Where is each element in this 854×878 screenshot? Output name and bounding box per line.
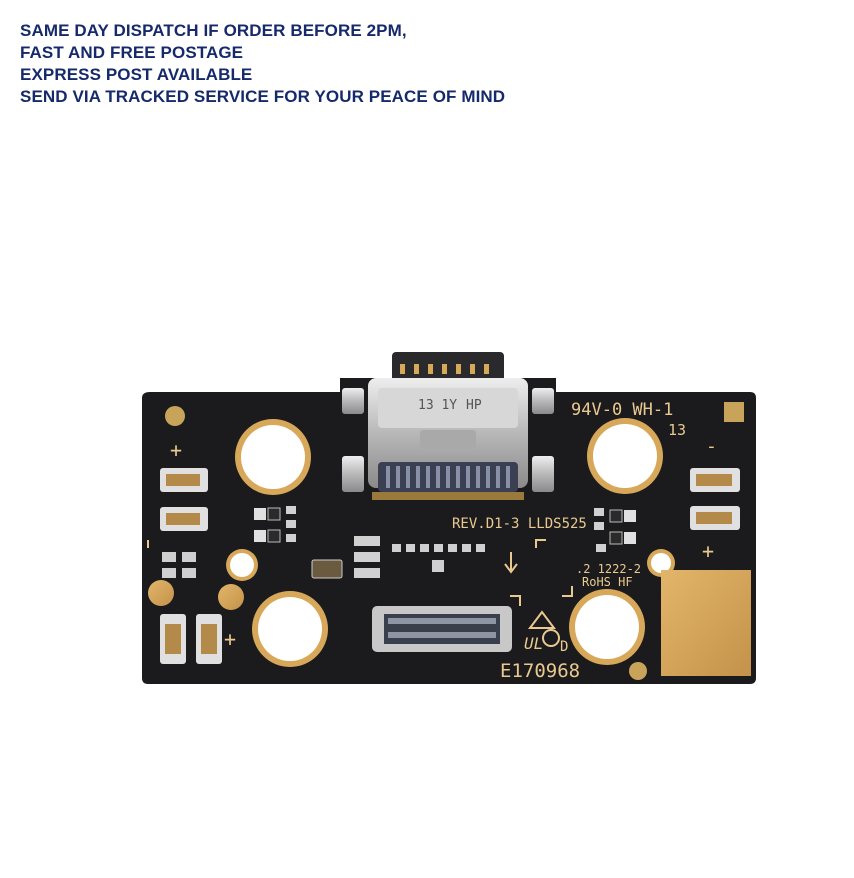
test-pad xyxy=(165,406,185,426)
connector-print-2: HP xyxy=(466,398,482,413)
marking-revision: REV.D1-3 LLDS525 xyxy=(452,516,587,532)
square-pad xyxy=(724,402,744,422)
contact-pads-right xyxy=(690,468,740,530)
connector-print: 13 1Y xyxy=(418,398,457,413)
silkscreen-graphics xyxy=(147,539,573,647)
marking-date-code: .2 1222-2 xyxy=(576,562,641,576)
smd-components xyxy=(162,506,636,579)
marking-13: 13 xyxy=(668,421,686,439)
promo-line-express: EXPRESS POST AVAILABLE xyxy=(20,65,253,84)
warning-triangle-icon xyxy=(528,610,556,629)
promo-text-list: SAME DAY DISPATCH IF ORDER BEFORE 2PM, F… xyxy=(20,20,505,108)
contact-pads-left xyxy=(160,468,208,531)
marking-94v-wh: 94V-0 WH-1 xyxy=(571,400,673,420)
connector-contacts xyxy=(386,466,510,488)
test-pad xyxy=(218,584,244,610)
board-to-board-connector xyxy=(372,606,512,652)
promo-line-tracked: SEND VIA TRACKED SERVICE FOR YOUR PEACE … xyxy=(20,87,506,106)
plus-sign-marking: + xyxy=(224,627,236,651)
marking-ul: UL xyxy=(524,634,543,653)
marking-ul-suffix: D xyxy=(560,639,568,655)
usb-c-connector-top xyxy=(392,352,504,382)
contact-pads-bottom-left xyxy=(160,614,222,664)
plus-sign-marking: + xyxy=(170,438,182,462)
plus-sign-marking: + xyxy=(702,539,714,563)
test-pad xyxy=(148,580,174,606)
marking-rohs: RoHS HF xyxy=(582,575,633,589)
promo-line-postage: FAST AND FREE POSTAGE xyxy=(20,43,244,62)
test-pad xyxy=(629,662,647,680)
minus-sign-marking: - xyxy=(706,436,717,457)
marking-ul-number: E170968 xyxy=(500,660,580,682)
large-gold-pad xyxy=(661,570,751,676)
promo-line-dispatch: SAME DAY DISPATCH IF ORDER BEFORE 2PM, xyxy=(20,21,407,40)
connector-pins xyxy=(400,364,489,374)
usb-c-connector-shell xyxy=(342,378,554,500)
